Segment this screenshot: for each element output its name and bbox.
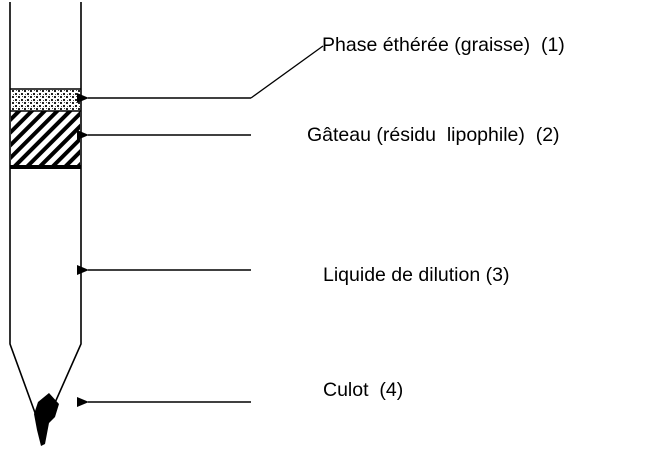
cake-bottom-band xyxy=(10,165,81,169)
leader-line-fat-phase xyxy=(250,45,324,99)
cake-layer xyxy=(11,111,80,166)
label-pellet: Culot (4) xyxy=(323,379,404,401)
fat-phase-layer xyxy=(11,89,80,111)
label-dilution-liquid: Liquide de dilution (3) xyxy=(323,264,510,286)
label-fat-phase: Phase éthérée (graisse) (1) xyxy=(322,34,565,56)
tube-outline xyxy=(9,2,82,435)
pellet-shape xyxy=(34,393,59,446)
label-cake: Gâteau (résidu lipophile) (2) xyxy=(307,124,560,146)
